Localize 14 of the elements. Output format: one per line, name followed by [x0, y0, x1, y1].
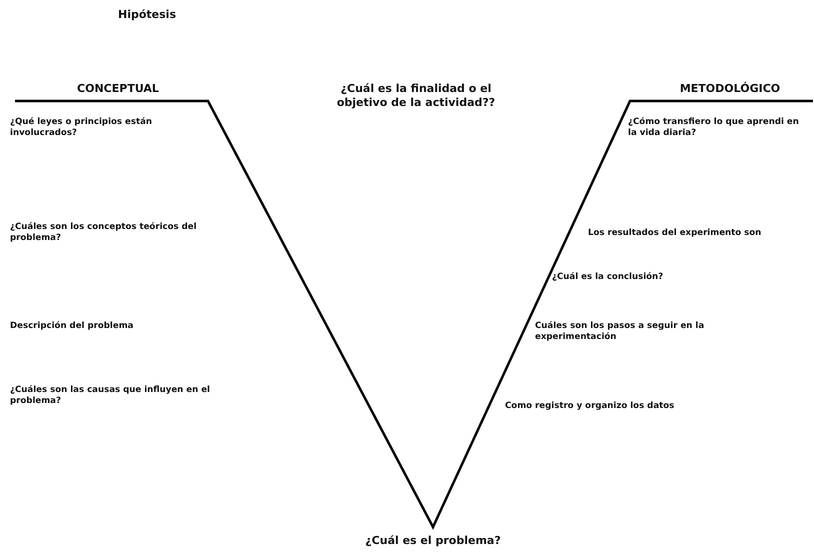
question-text: ¿Cuáles son los conceptos teóricos del problema? [10, 222, 198, 244]
central-question: ¿Cuál es la finalidad o el objetivo de la actividad?? [336, 82, 496, 111]
question-text: ¿Cuál es la conclusión? [552, 272, 664, 284]
heading: Hipótesis [118, 8, 177, 22]
statement-text: Descripción del problema [10, 321, 134, 332]
statement-text: Los resultados del experimento son [588, 228, 762, 240]
question-text: Cuáles son los pasos a seguir en la experimentación [535, 321, 706, 344]
statement-text: Como registro y organizo los datos [505, 401, 676, 412]
section-heading: METODOLÓGICO [678, 82, 782, 96]
question-text: ¿Cómo transfiero lo que aprendi en la vida diaria? [628, 117, 800, 140]
question-text: ¿Cuáles son las causas que influyen en el problema? [10, 385, 211, 408]
section-heading: CONCEPTUAL [76, 82, 160, 96]
question-text: ¿Qué leyes o principios están involucrados? [10, 117, 154, 140]
question-text: ¿Cuál es el problema? [364, 534, 502, 548]
